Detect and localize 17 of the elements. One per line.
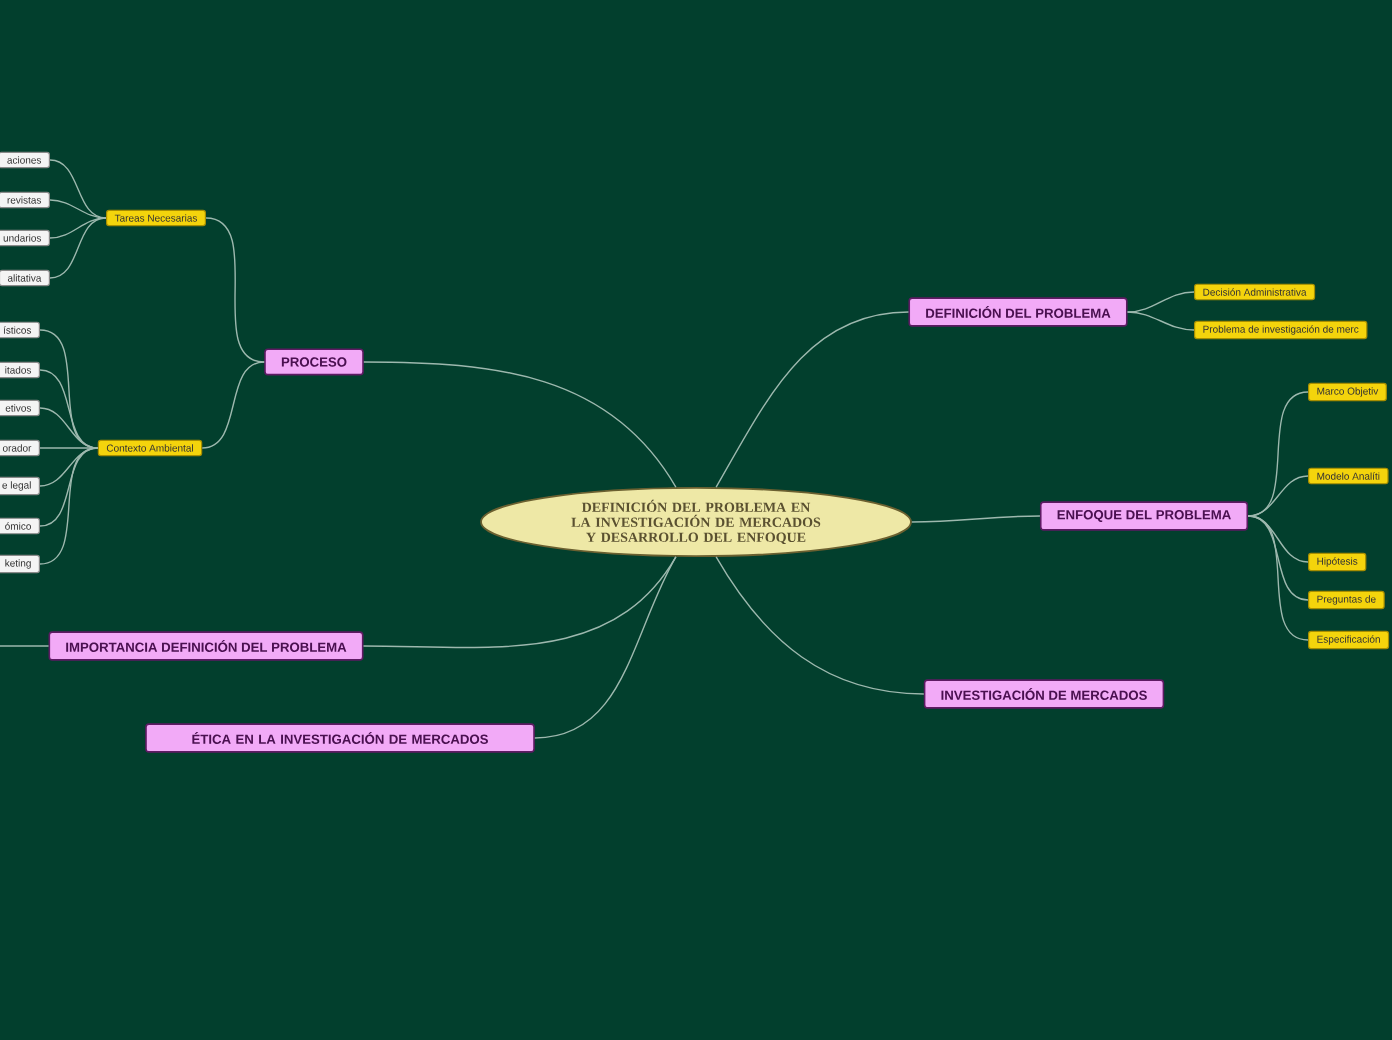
connector-line [1247, 515, 1309, 641]
connector-line [534, 556, 677, 739]
connector-line [363, 361, 677, 488]
connector-line [715, 311, 910, 488]
connector-line [715, 556, 925, 695]
connector-line [0, 645, 50, 647]
connector-line [49, 199, 107, 219]
connector-line [201, 361, 265, 449]
connector-line [39, 447, 99, 449]
connector-line [1247, 475, 1309, 517]
connector-line [49, 217, 107, 279]
connector-line [1126, 291, 1195, 313]
connector-line [362, 556, 677, 649]
connector-line [39, 447, 99, 565]
connector-line [1126, 311, 1195, 331]
connector-line [911, 515, 1041, 523]
connector-line [205, 217, 265, 363]
